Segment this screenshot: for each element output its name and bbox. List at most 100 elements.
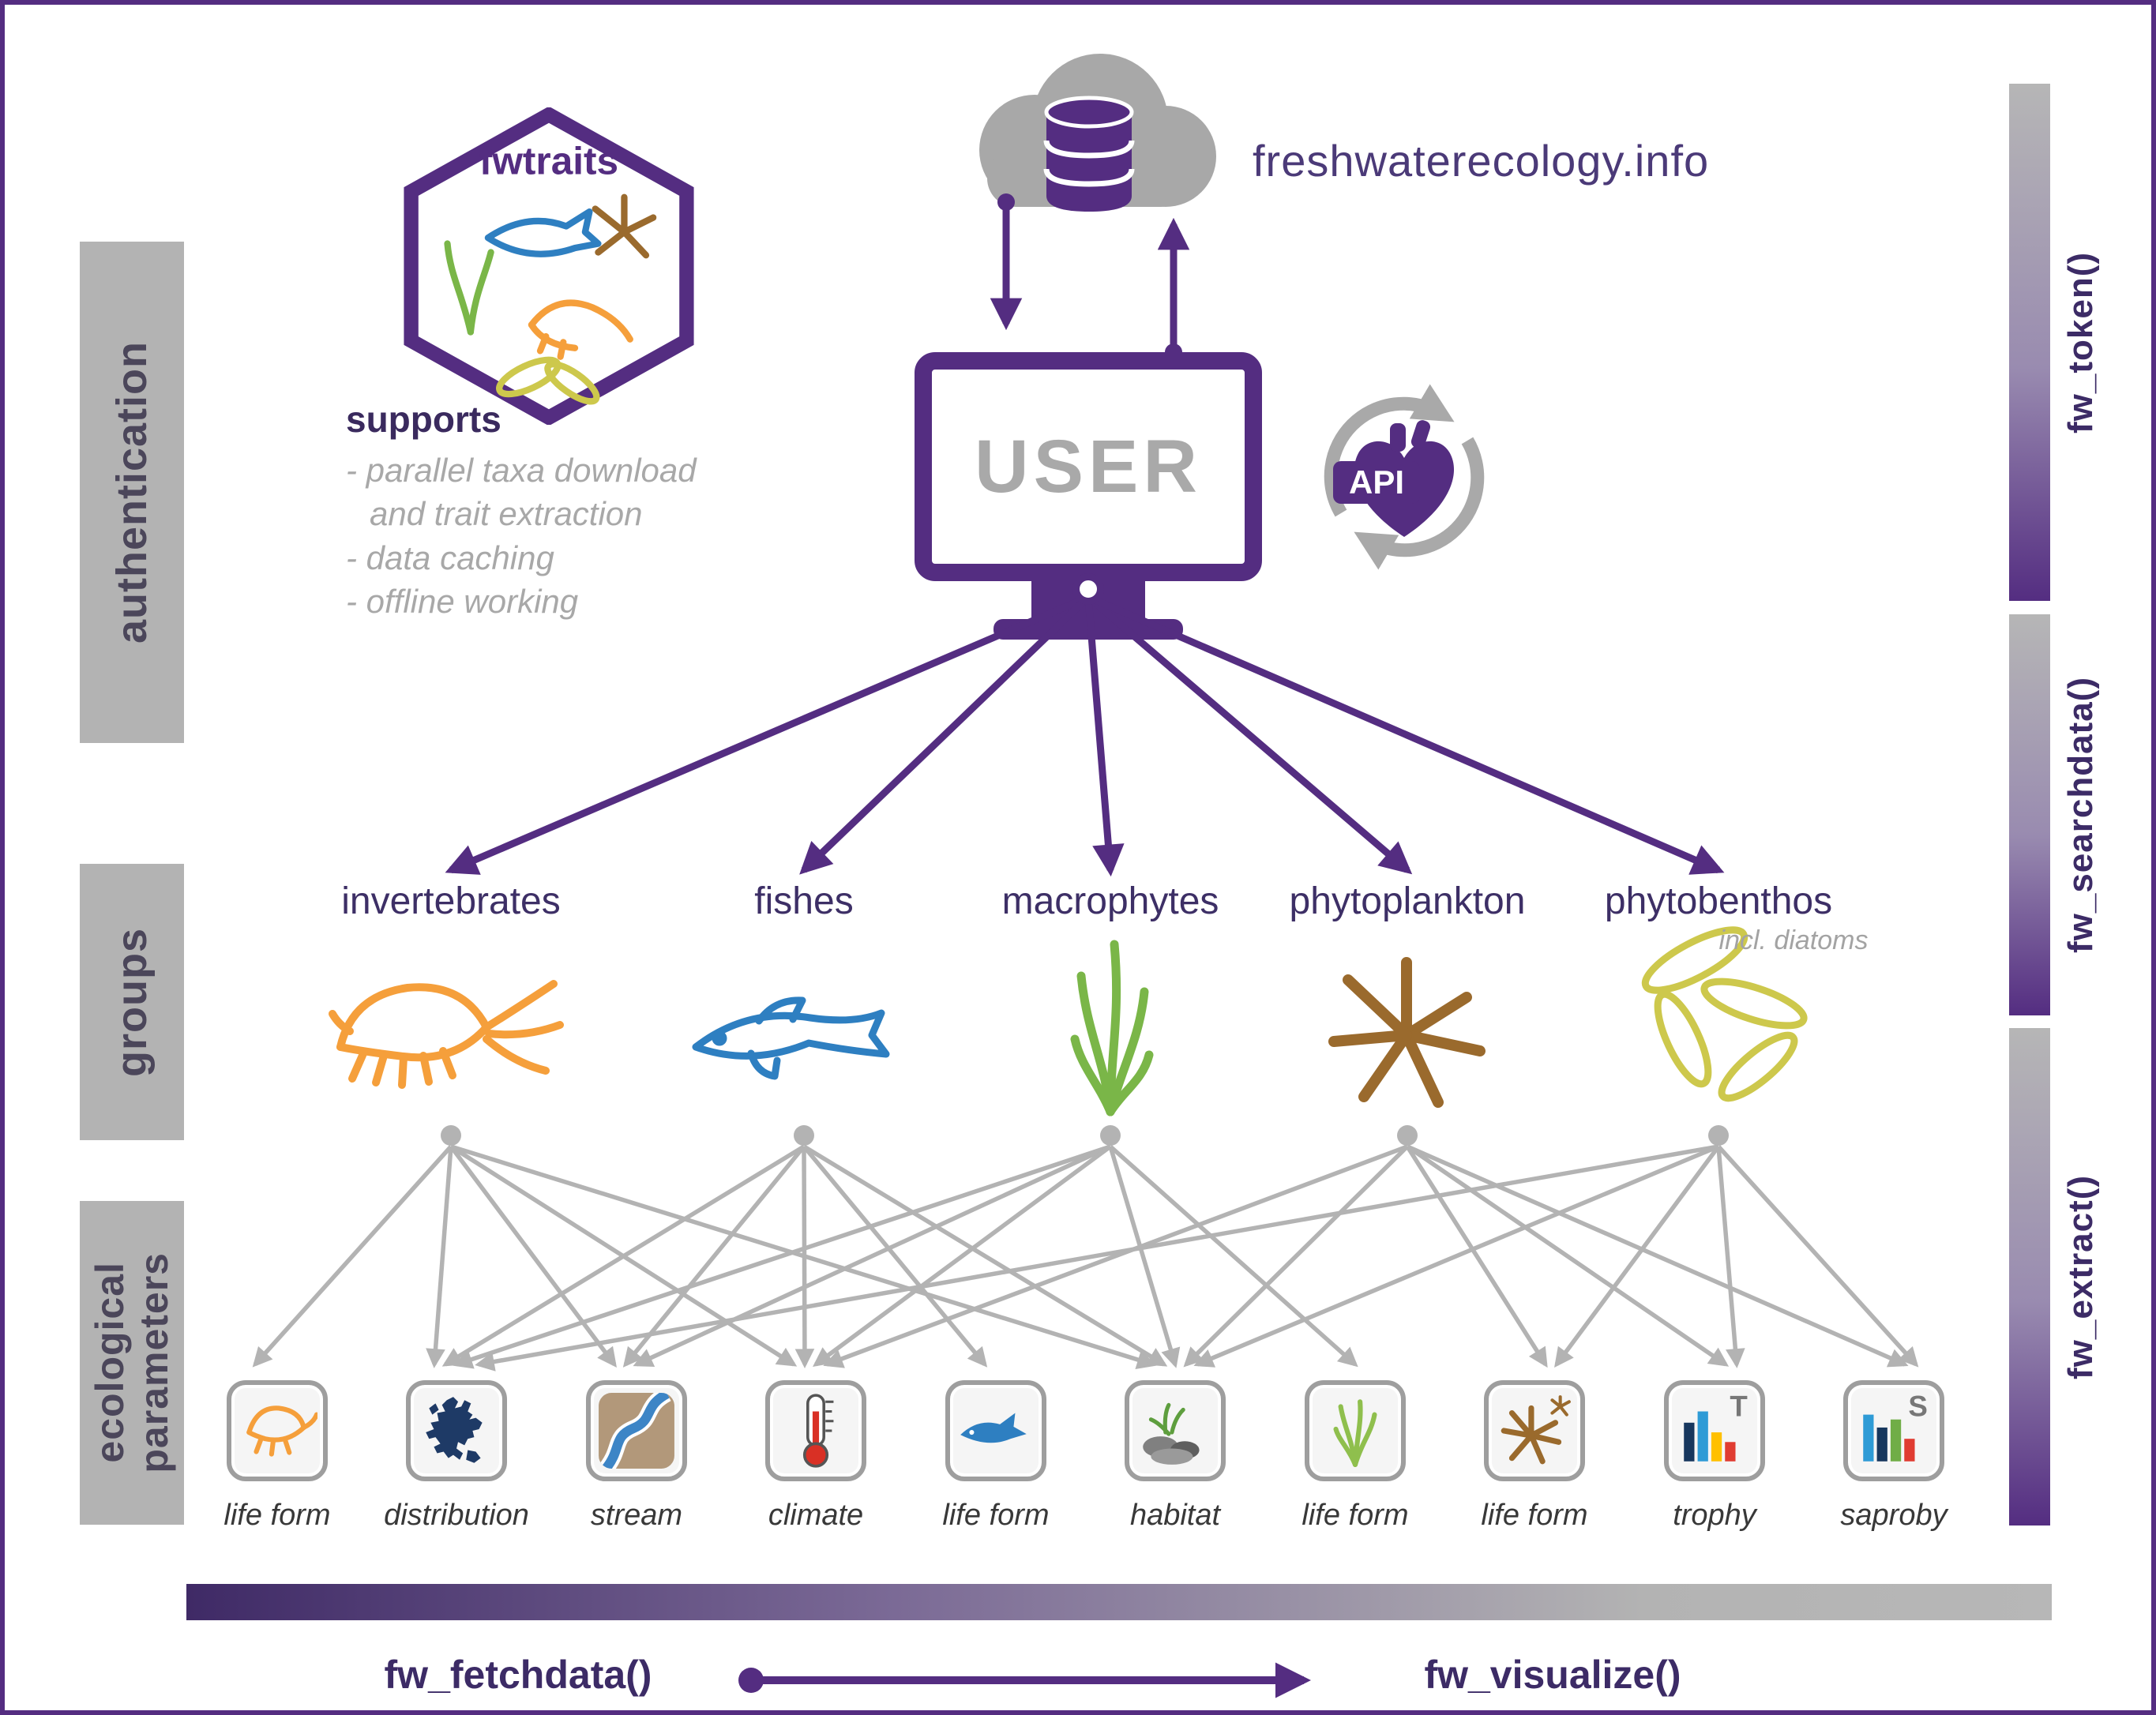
- param-tile-lifeform-plant: [1305, 1380, 1406, 1481]
- arrow: [1716, 1145, 1919, 1368]
- logo-diatom-doodle: [496, 356, 600, 405]
- param-tile-climate: [765, 1380, 866, 1481]
- supports-item: - data caching: [346, 539, 554, 576]
- arrow: [449, 1144, 798, 1367]
- database-icon: [1039, 92, 1139, 216]
- arrow: [1406, 1144, 1909, 1368]
- monitor-hub: [1072, 573, 1104, 605]
- group-node-dot: [1100, 1125, 1121, 1146]
- api-icon: API: [1309, 382, 1499, 572]
- arrow: [441, 1144, 806, 1367]
- param-label: life form: [942, 1499, 1050, 1532]
- param-label: saproby: [1840, 1499, 1948, 1532]
- site-title: freshwaterecology.info: [1253, 136, 1710, 186]
- param-label: climate: [768, 1499, 864, 1532]
- fwtraits-logo: fwtraits: [404, 106, 694, 426]
- arrow: [633, 1144, 1112, 1367]
- param-label: distribution: [384, 1499, 529, 1532]
- arrow: [1109, 1144, 1358, 1368]
- param-tile-distribution: [406, 1380, 507, 1481]
- arrow: [475, 1144, 1719, 1372]
- arrow: [453, 1144, 1111, 1369]
- plant-lifeform-icon: [1333, 1399, 1377, 1467]
- arrow: [445, 593, 1090, 875]
- rail-label-fw-extract: fw_extract(): [2061, 1174, 2101, 1379]
- rail-fw-searchdata: [2009, 614, 2050, 1015]
- param-label: life form: [1301, 1499, 1409, 1532]
- macrophyte-icon: [1051, 929, 1170, 1122]
- section-box-authentication: authentication: [80, 242, 184, 743]
- arrow: [823, 1144, 1408, 1368]
- section-label-ecological-parameters: ecological parameters: [88, 1252, 176, 1473]
- fish-lifeform-icon: [960, 1413, 1027, 1443]
- param-label: life form: [223, 1499, 331, 1532]
- habitat-icon: [1143, 1402, 1200, 1465]
- group-label-invertebrates: invertebrates: [341, 880, 561, 922]
- group-node-dot: [1397, 1125, 1418, 1146]
- arrow: [1087, 593, 1725, 875]
- arrow: [449, 1145, 617, 1368]
- hexagon-border: [404, 106, 694, 426]
- supports-item: - offline working: [346, 583, 579, 621]
- param-tile-lifeform-invertebrate: [227, 1380, 328, 1481]
- param-tile-stream: [586, 1380, 687, 1481]
- phytoplankton-icon: [1318, 948, 1496, 1126]
- supports-item: - parallel taxa download: [346, 452, 697, 489]
- param-label: life form: [1481, 1499, 1588, 1532]
- logo-star-doodle: [592, 193, 657, 259]
- group-label-macrophytes: macrophytes: [1001, 880, 1219, 922]
- visualize-label: fw_visualize(): [1424, 1653, 1681, 1697]
- saproby-chart-icon: S: [1863, 1390, 1928, 1462]
- group-node-dot: [1708, 1125, 1729, 1146]
- arrow: [252, 1145, 453, 1368]
- param-label: habitat: [1129, 1499, 1221, 1532]
- arrow: [450, 1144, 1157, 1369]
- phytobenthos-icon: [1620, 921, 1817, 1114]
- section-box-ecological-parameters: ecological parameters: [80, 1201, 184, 1525]
- section-label-groups: groups: [107, 927, 156, 1077]
- arrow: [1108, 1146, 1181, 1368]
- rail-label-fw-searchdata: fw_searchdata(): [2061, 676, 2101, 953]
- arrow: [622, 1145, 806, 1368]
- arrow: [813, 1144, 1112, 1367]
- param-tile-lifeform-algae: [1484, 1380, 1585, 1481]
- logo-plant-doodle: [444, 240, 494, 336]
- group-node-dot: [441, 1125, 461, 1146]
- trophy-chart-icon: T: [1684, 1390, 1748, 1462]
- user-monitor: USER: [915, 352, 1262, 581]
- logo-invertebrate-doodle: [528, 299, 633, 360]
- stream-icon: [599, 1393, 674, 1469]
- group-label-phytoplankton: phytoplankton: [1289, 880, 1526, 922]
- param-tile-lifeform-fish: [945, 1380, 1046, 1481]
- group-node-dot: [794, 1125, 814, 1146]
- pipeline-gradient-bar: [186, 1584, 2052, 1620]
- monitor-base: [993, 619, 1183, 640]
- algae-lifeform-icon: [1501, 1395, 1571, 1465]
- arrow: [802, 1144, 1168, 1367]
- cycle-arrows-icon: [1324, 384, 1485, 570]
- arrow: [1405, 1145, 1548, 1368]
- fetchdata-label: fw_fetchdata(): [384, 1653, 652, 1697]
- section-label-authentication: authentication: [107, 340, 156, 644]
- rail-fw-token: [2009, 84, 2050, 601]
- arrow: [802, 1145, 988, 1368]
- api-label: API: [1349, 463, 1404, 501]
- thermometer-icon: [802, 1394, 834, 1468]
- group-label-fishes: fishes: [754, 880, 854, 922]
- logo-title: fwtraits: [479, 138, 618, 182]
- arrow: [1554, 1145, 1721, 1368]
- saproby-letter: S: [1908, 1390, 1928, 1423]
- group-label-phytobenthos: phytobenthos: [1604, 880, 1833, 922]
- arrow: [426, 1146, 453, 1368]
- user-label: USER: [975, 424, 1202, 508]
- arrow: [1716, 1146, 1745, 1368]
- arrow: [1406, 1144, 1730, 1367]
- param-label: trophy: [1673, 1499, 1756, 1532]
- rail-fw-extract: [2009, 1028, 2050, 1525]
- section-box-groups: groups: [80, 864, 184, 1140]
- europe-map-icon: [426, 1397, 483, 1463]
- supports-item: and trait extraction: [370, 495, 643, 533]
- group-sublabel-diatoms: incl. diatoms: [1718, 925, 1869, 955]
- fish-icon: [684, 972, 929, 1102]
